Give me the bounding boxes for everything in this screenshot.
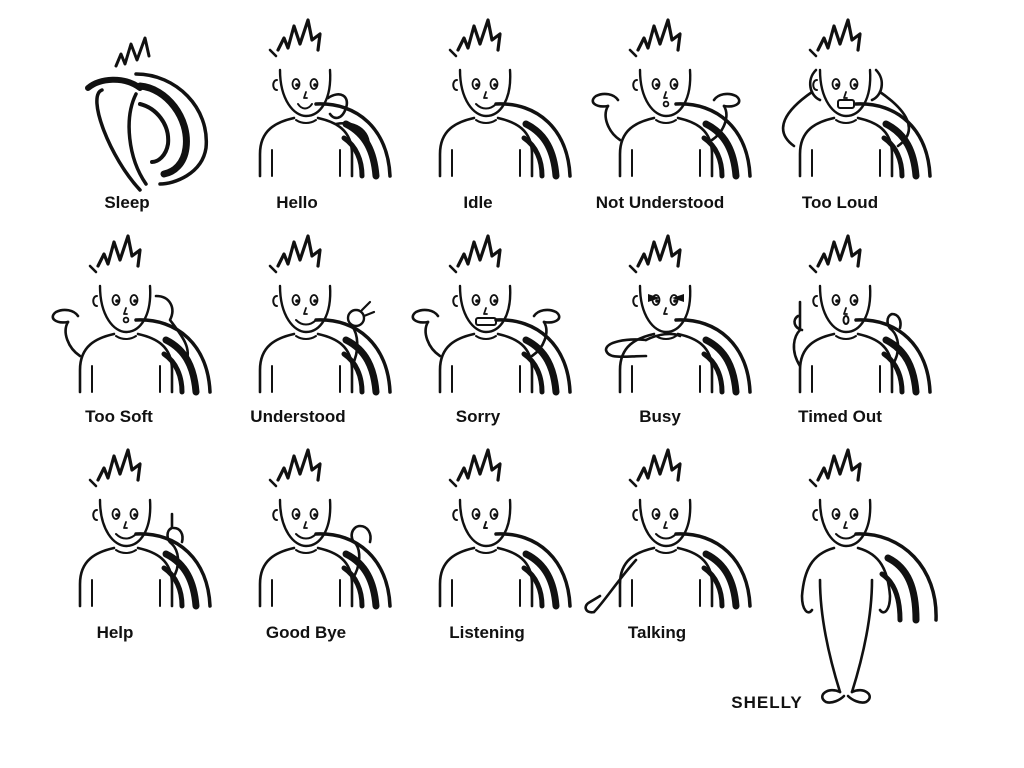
pose-busy [604,236,750,392]
pose-idle [438,20,570,176]
pose-label-timed-out: Timed Out [798,407,882,426]
pose-label-idle: Idle [463,193,492,212]
stop-hand-icon [604,236,750,392]
pose-label-talking: Talking [628,623,686,642]
pose-talking [584,450,750,614]
shrug-icon [591,20,750,176]
pose-label-busy: Busy [639,407,681,426]
character-name-label: SHELLY [731,693,803,712]
pose-help [78,450,210,606]
talking-point-icon [584,450,750,614]
ok-wink-icon [258,236,390,392]
shelly-full-body [800,450,938,704]
pose-too-soft [51,236,210,392]
pose-timed-out [792,236,930,392]
listening-icon [438,450,570,606]
pose-label-sorry: Sorry [456,407,501,426]
shelly-standing-icon [800,450,938,704]
pose-label-good-bye: Good Bye [266,623,346,642]
wave-icon [258,450,390,606]
hello-wave-icon [258,20,390,176]
pose-label-too-loud: Too Loud [802,193,878,212]
pose-not-understood [591,20,750,176]
pose-hello [258,20,390,176]
finger-up-icon [792,236,930,392]
pose-too-loud [781,20,930,176]
pose-label-listening: Listening [449,623,525,642]
pose-listening [438,450,570,606]
pose-label-understood: Understood [250,407,345,426]
pose-label-help: Help [97,623,134,642]
hand-to-ear-icon [51,236,210,392]
pose-good-bye [258,450,390,606]
shrug-teeth-icon [411,236,570,392]
pose-label-too-soft: Too Soft [85,407,153,426]
pose-sorry [411,236,570,392]
pose-label-hello: Hello [276,193,318,212]
pose-understood [258,236,390,392]
pose-label-not-understood: Not Understood [596,193,724,212]
sleep-shell-icon [85,36,208,192]
pose-sleep [85,36,208,192]
covering-ears-icon [781,20,930,176]
raised-finger-icon [78,450,210,606]
pose-label-sleep: Sleep [104,193,149,212]
idle-icon [438,20,570,176]
